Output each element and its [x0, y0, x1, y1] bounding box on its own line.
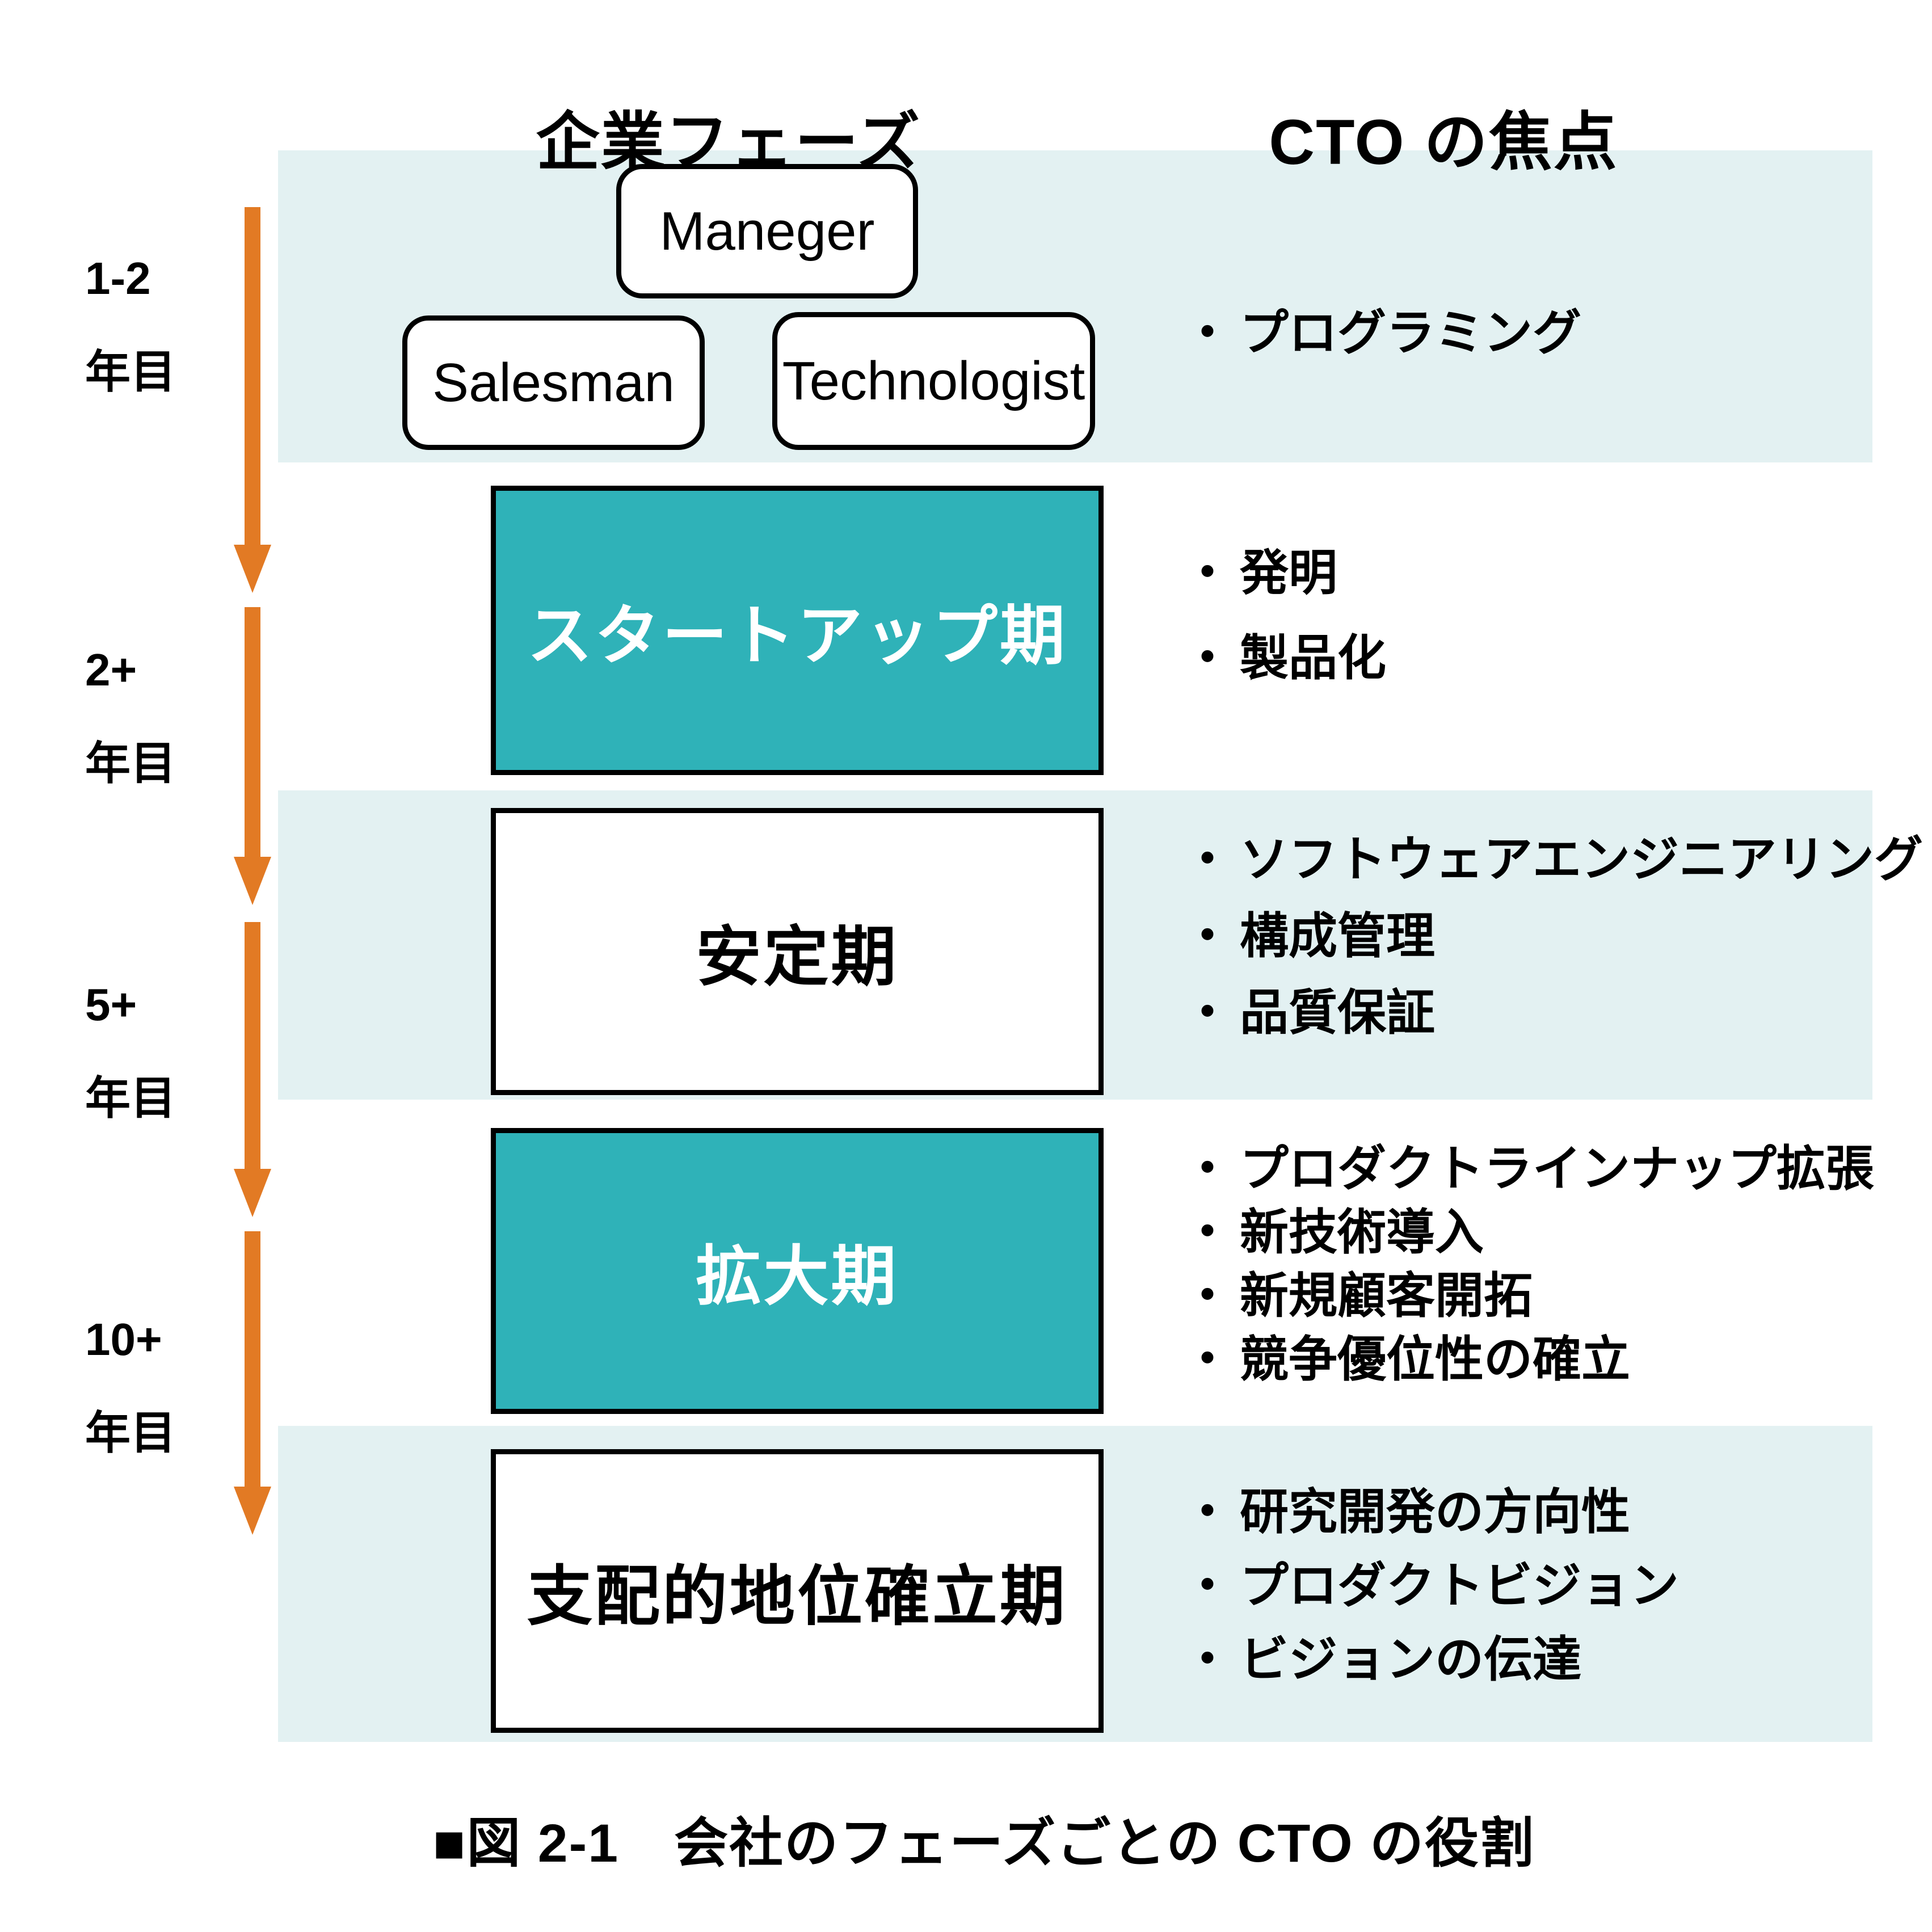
arrow-down-icon [234, 1487, 271, 1535]
year-label-1-2: 1-2 年目 [85, 231, 255, 419]
year-label-10plus: 10+ 年目 [85, 1293, 255, 1480]
focus-item: ・プロダクトビジョン [1183, 1552, 1679, 1620]
phase-label: 安定期 [696, 921, 899, 994]
timeline-arrow-shaft-2 [245, 607, 260, 857]
phase-box-stable: 安定期 [491, 808, 1104, 1095]
focus-item: ・発明 [1183, 539, 1337, 607]
role-box-technologist: Technologist [772, 312, 1095, 450]
focus-item: ・構成管理 [1183, 902, 1435, 970]
bullet-dot-icon: ・ [1183, 1559, 1232, 1613]
role-box-manager: Maneger [616, 164, 918, 298]
figure-caption: ■図 2-1 会社のフェーズごとの CTO の役割 [433, 1813, 1535, 1874]
timeline-arrow-shaft-3 [245, 922, 260, 1169]
focus-text: 発明 [1240, 546, 1337, 600]
year-range: 10+ [85, 1314, 162, 1365]
role-label: Technologist [782, 350, 1085, 411]
focus-item: ・新技術導入 [1183, 1198, 1484, 1266]
focus-item: ・プログラミング [1183, 299, 1581, 367]
focus-text: 構成管理 [1240, 909, 1435, 963]
focus-text: 新規顧客開拓 [1240, 1269, 1533, 1323]
year-range: 2+ [85, 645, 137, 695]
focus-text: ソフトウェアエンジニアリング [1240, 832, 1923, 887]
year-label-5plus: 5+ 年目 [85, 958, 255, 1145]
bullet-dot-icon: ・ [1183, 306, 1232, 360]
year-label-2plus: 2+ 年目 [85, 623, 255, 810]
year-unit: 年目 [85, 347, 176, 397]
bullet-dot-icon: ・ [1183, 631, 1232, 685]
arrow-down-icon [234, 857, 271, 905]
year-range: 1-2 [85, 253, 151, 304]
focus-text: プロダクトラインナップ拡張 [1240, 1142, 1874, 1196]
bullet-dot-icon: ・ [1183, 1269, 1232, 1323]
bullet-dot-icon: ・ [1183, 1205, 1232, 1260]
header-cto-focus: CTO の焦点 [1269, 107, 1618, 178]
focus-item: ・研究開発の方向性 [1183, 1478, 1630, 1546]
bullet-dot-icon: ・ [1183, 986, 1232, 1040]
bullet-dot-icon: ・ [1183, 832, 1232, 887]
focus-item: ・競争優位性の確立 [1183, 1325, 1630, 1394]
phase-box-dominance: 支配的地位確立期 [491, 1449, 1104, 1733]
role-box-salesman: Salesman [402, 315, 705, 450]
focus-item: ・新規顧客開拓 [1183, 1262, 1533, 1330]
year-range: 5+ [85, 979, 137, 1030]
focus-item: ・ソフトウェアエンジニアリング [1183, 826, 1923, 894]
focus-text: プロダクトビジョン [1240, 1559, 1679, 1613]
focus-item: ・プロダクトラインナップ拡張 [1183, 1135, 1874, 1203]
phase-box-expansion: 拡大期 [491, 1128, 1104, 1414]
arrow-down-icon [234, 1169, 271, 1217]
timeline-arrow-shaft-1 [245, 207, 260, 545]
phase-label: スタートアップ期 [527, 600, 1067, 672]
focus-text: 競争優位性の確立 [1240, 1332, 1630, 1387]
phase-label: 支配的地位確立期 [527, 1560, 1067, 1633]
focus-text: ビジョンの伝達 [1240, 1632, 1581, 1687]
phase-box-startup: スタートアップ期 [491, 486, 1104, 775]
bullet-dot-icon: ・ [1183, 1142, 1232, 1196]
focus-text: 品質保証 [1240, 986, 1435, 1040]
focus-item: ・製品化 [1183, 624, 1386, 692]
bullet-dot-icon: ・ [1183, 1632, 1232, 1687]
bullet-dot-icon: ・ [1183, 909, 1232, 963]
focus-item: ・品質保証 [1183, 979, 1435, 1047]
phase-label: 拡大期 [696, 1240, 899, 1313]
focus-text: 製品化 [1240, 631, 1386, 685]
role-label: Salesman [432, 352, 675, 413]
role-label: Maneger [659, 200, 875, 262]
timeline-arrow-shaft-4 [245, 1231, 260, 1487]
year-unit: 年目 [85, 1073, 176, 1123]
arrow-down-icon [234, 545, 271, 593]
focus-text: プログラミング [1240, 306, 1581, 360]
bullet-dot-icon: ・ [1183, 1332, 1232, 1387]
focus-text: 研究開発の方向性 [1240, 1485, 1630, 1539]
year-unit: 年目 [85, 1408, 176, 1458]
focus-text: 新技術導入 [1240, 1205, 1484, 1260]
year-unit: 年目 [85, 738, 176, 789]
bullet-dot-icon: ・ [1183, 1485, 1232, 1539]
focus-item: ・ビジョンの伝達 [1183, 1626, 1581, 1694]
bullet-dot-icon: ・ [1183, 546, 1232, 600]
